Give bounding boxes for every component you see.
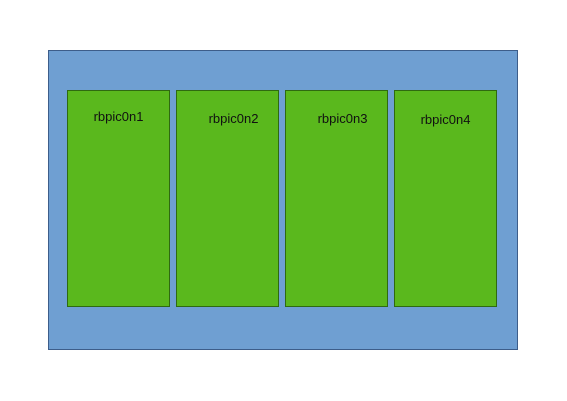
node-label: rbpic0n3 xyxy=(317,111,368,126)
node-rbpic0n2: rbpic0n2 xyxy=(176,90,279,307)
node-rbpic0n1: rbpic0n1 xyxy=(67,90,170,307)
node-label: rbpic0n1 xyxy=(93,109,144,124)
node-label: rbpic0n4 xyxy=(420,112,471,127)
node-label: rbpic0n2 xyxy=(208,111,259,126)
node-rbpic0n4: rbpic0n4 xyxy=(394,90,497,307)
node-rbpic0n3: rbpic0n3 xyxy=(285,90,388,307)
